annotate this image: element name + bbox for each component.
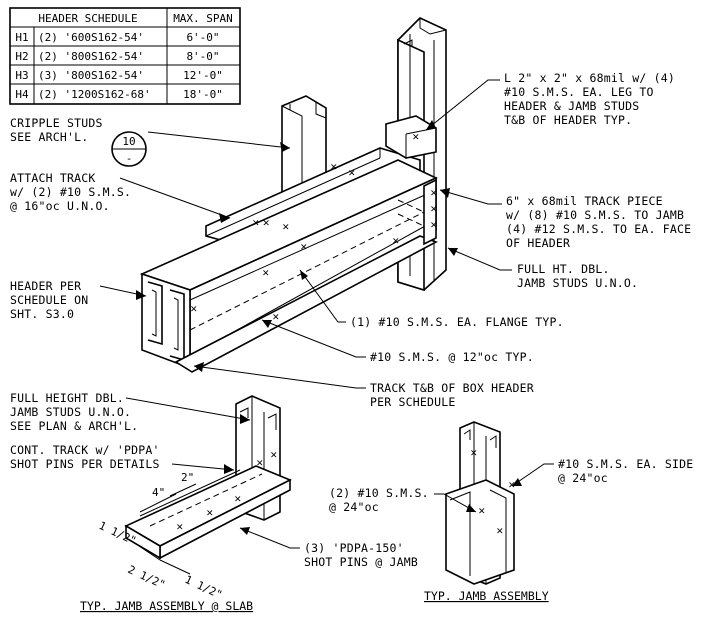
schedule-row-member: (2) '1200S162-68'	[38, 88, 151, 101]
detail-number: 10	[122, 135, 135, 148]
svg-text:✕: ✕	[412, 133, 420, 143]
track-piece-label-2: w/ (8) #10 S.M.S. TO JAMB	[506, 208, 684, 222]
dim-2-1-2: 2 1/2"	[126, 563, 168, 592]
attach-track-label-2: w/ (2) #10 S.M.S.	[10, 185, 131, 199]
header-per-label-2: SCHEDULE ON	[10, 293, 88, 307]
full-height-dbl-label-1: FULL HEIGHT DBL.	[10, 391, 124, 405]
sms24-left-label-2: @ 24"oc	[329, 500, 379, 514]
svg-text:✕: ✕	[348, 169, 356, 179]
svg-text:✕: ✕	[508, 481, 516, 491]
track-tb-label-1: TRACK T&B OF BOX HEADER	[370, 381, 534, 395]
svg-text:✕: ✕	[430, 205, 438, 215]
schedule-row-member: (3) '800S162-54'	[38, 69, 144, 82]
cont-track-label-2: SHOT PINS PER DETAILS	[10, 457, 160, 471]
svg-text:✕: ✕	[430, 189, 438, 199]
angle-label-4: T&B OF HEADER TYP.	[504, 113, 632, 127]
sms24-right-label-1: #10 S.M.S. EA. SIDE	[558, 457, 693, 471]
schedule-row-span: 18'-0"	[183, 88, 223, 101]
svg-text:✕: ✕	[470, 449, 478, 459]
angle-label-2: #10 S.M.S. EA. LEG TO	[504, 85, 654, 99]
full-ht-label-1: FULL HT. DBL.	[517, 262, 610, 276]
pdpa-label-1: (3) 'PDPA-150'	[304, 541, 404, 555]
angle-clip	[385, 115, 437, 159]
schedule-row-id: H3	[15, 69, 28, 82]
svg-text:✕: ✕	[272, 313, 280, 323]
track-piece-label-1: 6" x 68mil TRACK PIECE	[506, 194, 663, 208]
svg-text:✕: ✕	[190, 305, 198, 315]
svg-text:✕: ✕	[270, 451, 278, 461]
flange-label: (1) #10 S.M.S. EA. FLANGE TYP.	[350, 315, 564, 329]
sms24-left-label-1: (2) #10 S.M.S.	[329, 486, 429, 500]
jamb-assembly-title: TYP. JAMB ASSEMBLY	[424, 589, 549, 603]
detail-reference-bubble: 10 -	[111, 131, 147, 167]
schedule-row-span: 6'-0"	[186, 31, 219, 44]
header-schedule-table: HEADER SCHEDULE MAX. SPAN H1 (2) '600S16…	[9, 7, 241, 105]
angle-label-1: L 2" x 2" x 68mil w/ (4)	[504, 71, 675, 85]
header-per-label-1: HEADER PER	[10, 279, 81, 293]
schedule-row-id: H4	[15, 88, 29, 101]
track-piece-label-3: (4) #12 S.M.S. TO EA. FACE	[506, 222, 691, 236]
svg-text:✕: ✕	[206, 509, 214, 519]
track-piece	[423, 178, 437, 246]
attach-track-label-3: @ 16"oc U.N.O.	[10, 199, 110, 213]
svg-text:✕: ✕	[430, 221, 438, 231]
svg-text:✕: ✕	[176, 523, 184, 533]
track-tb-label-2: PER SCHEDULE	[370, 395, 455, 409]
attach-track-label-1: ATTACH TRACK	[10, 171, 95, 185]
svg-text:✕: ✕	[392, 237, 400, 247]
schedule-row-id: H2	[15, 50, 28, 63]
svg-text:✕: ✕	[256, 459, 264, 469]
cripple-label-2: SEE ARCH'L.	[10, 130, 88, 144]
svg-text:✕: ✕	[282, 223, 290, 233]
schedule-row-member: (2) '800S162-54'	[38, 50, 144, 63]
schedule-header-title: HEADER SCHEDULE	[38, 12, 137, 25]
pdpa-label-2: SHOT PINS @ JAMB	[304, 555, 418, 569]
svg-text:✕: ✕	[330, 163, 338, 173]
header-per-label-3: SHT. S3.0	[10, 307, 74, 321]
svg-text:✕ ✕: ✕ ✕	[252, 219, 270, 229]
main-header-assembly: ✕ ✕ ✕ ✕ ✕ ✕ ✕ ✕ ✕ ✕ ✕ ✕ ✕ ✕	[139, 17, 447, 373]
schedule-row-span: 12'-0"	[183, 69, 223, 82]
main-callouts: CRIPPLE STUDS SEE ARCH'L. 10 - ATTACH TR…	[10, 71, 691, 409]
schedule-header-span: MAX. SPAN	[173, 12, 233, 25]
dim-2: 2"	[181, 471, 194, 484]
angle-label-3: HEADER & JAMB STUDS	[504, 99, 639, 113]
detail-sheet: -	[126, 152, 133, 165]
full-height-dbl-label-2: JAMB STUDS U.N.O.	[10, 405, 131, 419]
schedule-row-member: (2) '600S162-54'	[38, 31, 144, 44]
cont-track-label-1: CONT. TRACK w/ 'PDPA'	[10, 443, 160, 457]
schedule-row-span: 8'-0"	[186, 50, 219, 63]
sms24-right-label-2: @ 24"oc	[558, 471, 608, 485]
header-end	[141, 272, 191, 370]
jamb-stud-front	[445, 479, 515, 585]
dim-4: 4"	[152, 486, 165, 499]
schedule-row-id: H1	[15, 31, 28, 44]
svg-text:✕: ✕	[300, 243, 308, 253]
cripple-label-1: CRIPPLE STUDS	[10, 116, 103, 130]
dim-1-1-2-b: 1 1/2"	[183, 573, 225, 602]
svg-text:✕: ✕	[262, 269, 270, 279]
track-piece-label-4: OF HEADER	[506, 236, 570, 250]
sms-12-label: #10 S.M.S. @ 12"oc TYP.	[370, 350, 534, 364]
jamb-assembly: ✕ ✕ ✕ ✕ (2) #10 S.M.S. @ 24"oc #10 S.M.S…	[329, 421, 693, 603]
slab-assembly-title: TYP. JAMB ASSEMBLY @ SLAB	[80, 599, 253, 613]
header-bottom-track	[174, 235, 438, 373]
svg-text:✕: ✕	[478, 507, 486, 517]
full-height-dbl-label-3: SEE PLAN & ARCH'L.	[10, 419, 138, 433]
full-ht-label-2: JAMB STUDS U.N.O.	[517, 276, 638, 290]
svg-text:✕: ✕	[234, 495, 242, 505]
svg-text:✕: ✕	[496, 527, 504, 537]
